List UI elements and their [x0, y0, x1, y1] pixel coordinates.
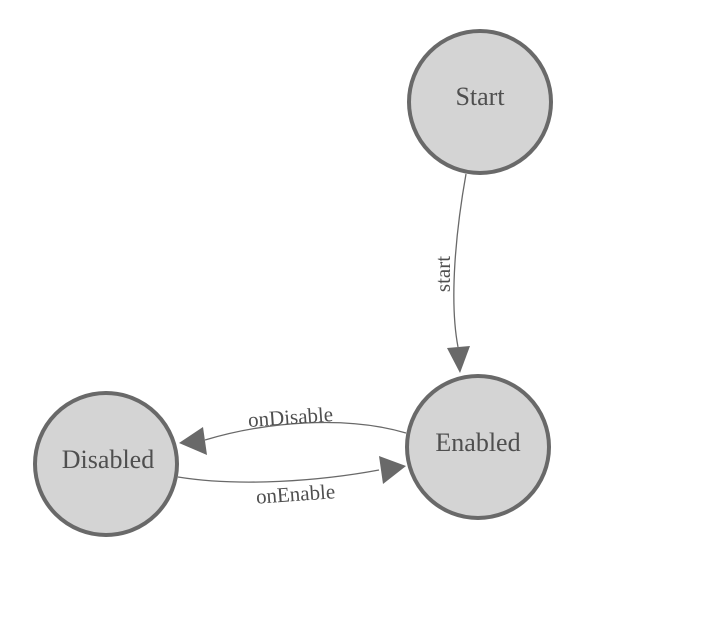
state-circle-disabled[interactable] — [33, 391, 179, 537]
edge-label-start: start — [431, 256, 455, 292]
state-node-disabled[interactable]: Disabled — [33, 391, 179, 537]
state-node-start[interactable]: Start — [407, 29, 553, 175]
edge-on-enable — [177, 469, 380, 483]
edge-label-on-enable: onEnable — [255, 479, 336, 508]
arrowhead-icon — [379, 456, 406, 484]
state-label-enabled: Enabled — [435, 428, 520, 457]
state-label-start: Start — [455, 82, 505, 111]
edge-start-transition — [453, 173, 467, 348]
state-label-disabled: Disabled — [62, 445, 154, 474]
edge-on-disable — [204, 421, 407, 441]
state-node-enabled[interactable]: Enabled — [405, 374, 551, 520]
state-circle-enabled[interactable] — [405, 374, 551, 520]
arrowhead-icon — [179, 427, 207, 455]
arrowhead-icon — [447, 346, 470, 373]
edge-label-on-disable: onDisable — [247, 402, 334, 432]
state-circle-start[interactable] — [407, 29, 553, 175]
